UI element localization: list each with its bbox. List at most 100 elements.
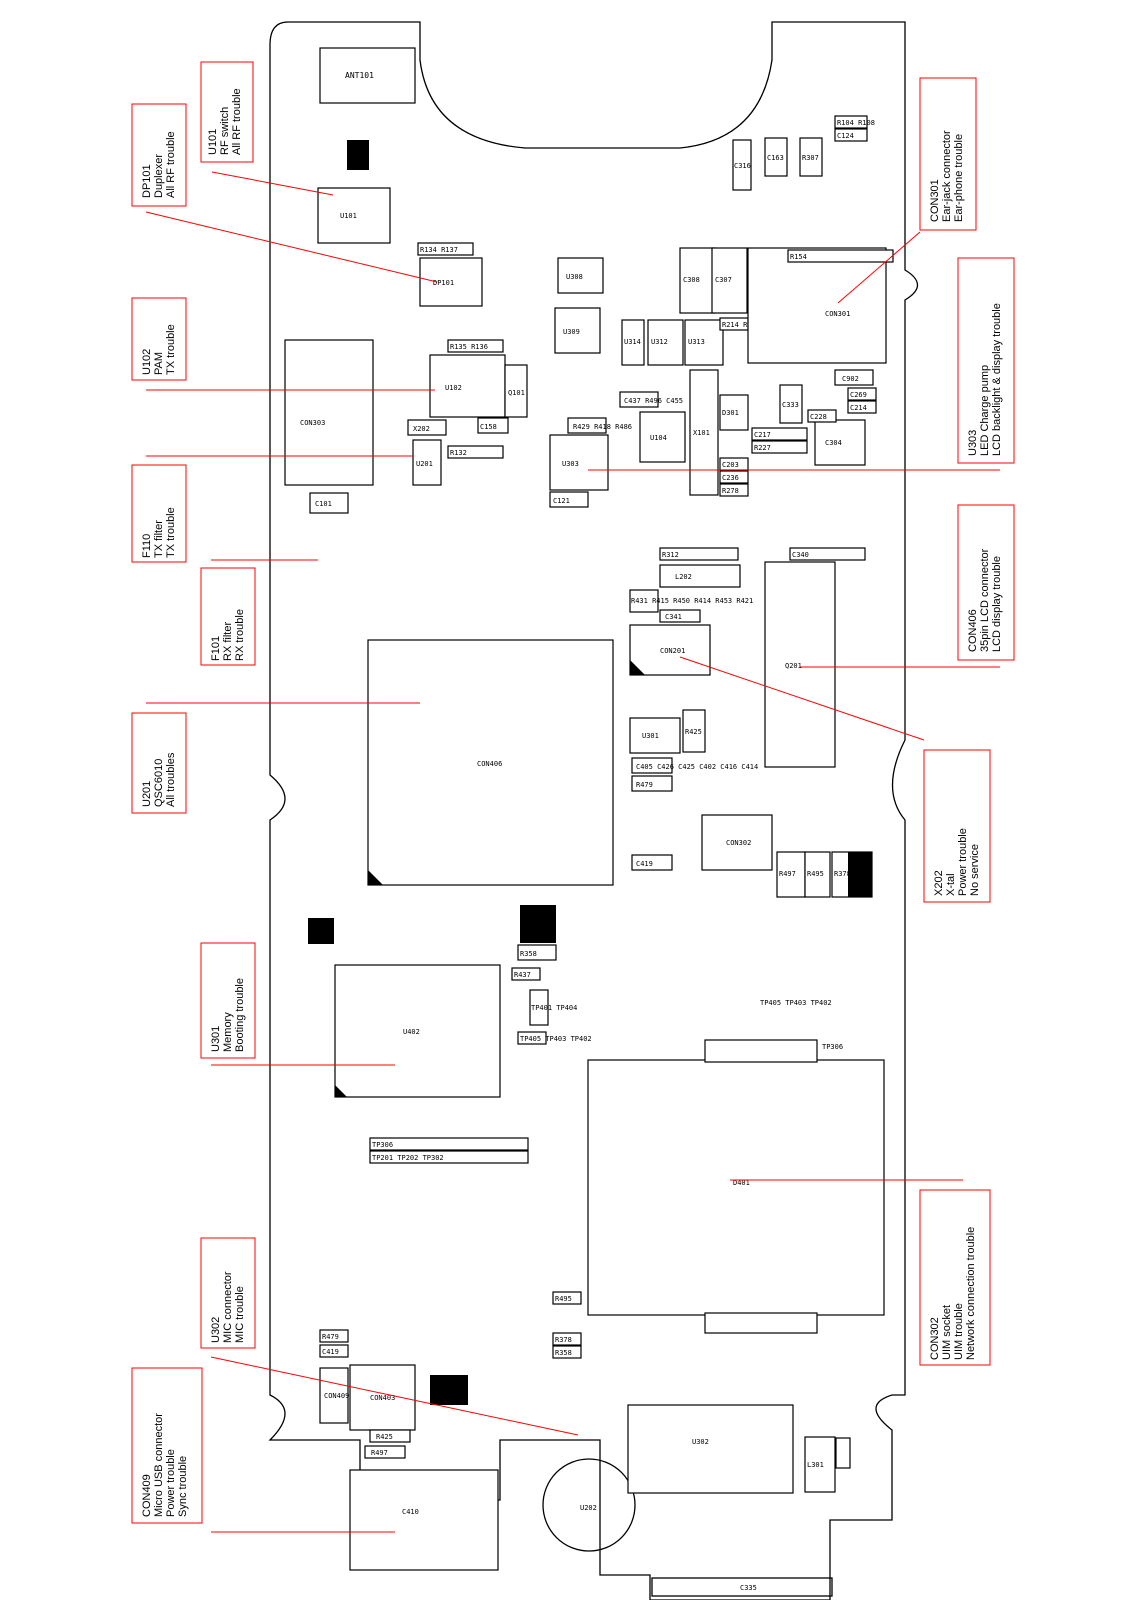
component-c124: C158	[477, 417, 509, 434]
note-u101: U101RF switchAll RF trouble	[200, 61, 254, 163]
component-con302: D401	[587, 1039, 885, 1334]
svg-text:C121: C121	[553, 497, 570, 505]
component-r132: C203	[719, 457, 749, 471]
component-c157: C236	[719, 470, 749, 484]
svg-text:R307: R307	[802, 154, 819, 162]
note-u302: U302MIC connectorMIC trouble	[200, 1237, 256, 1349]
svg-text:U301: U301	[642, 732, 659, 740]
u302-label: U202	[580, 1504, 597, 1512]
svg-text:R495: R495	[807, 870, 824, 878]
note-f110: F110TX filterTX trouble	[131, 464, 187, 563]
svg-text:ANT101: ANT101	[345, 71, 374, 80]
svg-text:R378: R378	[834, 870, 851, 878]
svg-text:R214 R201: R214 R201	[722, 321, 760, 329]
component-q201: CON302	[701, 814, 773, 871]
svg-text:D401: D401	[733, 1179, 750, 1187]
svg-text:R278: R278	[722, 487, 739, 495]
component-u320: C163	[764, 137, 788, 177]
svg-text:TP201 TP202 TP302: TP201 TP202 TP302	[372, 1154, 444, 1162]
component-c335: R104 R108	[834, 115, 875, 129]
svg-text:CON201: CON201	[660, 647, 685, 655]
outline-round-cutout	[542, 1458, 636, 1552]
component-c307: C307	[711, 247, 748, 314]
black-pad	[430, 1375, 468, 1405]
component-con301: CON301	[747, 247, 887, 364]
component-c341: TP405 TP403 TP402	[517, 1031, 592, 1045]
svg-text:C419: C419	[636, 860, 653, 868]
component-con201: L202	[659, 564, 741, 588]
svg-text:C405 C426 C425 C402 C416 C414: C405 C426 C425 C402 C416 C414	[636, 763, 758, 771]
svg-text:U302MIC connectorMIC trouble: U302MIC connectorMIC trouble	[210, 1271, 246, 1343]
svg-text:R378: R378	[555, 1336, 572, 1344]
svg-text:U102PAMTX trouble: U102PAMTX trouble	[141, 324, 177, 375]
leader-con301	[837, 231, 921, 304]
component-l301: C902	[834, 369, 874, 386]
svg-text:C124: C124	[837, 132, 854, 140]
component-c410: L301	[804, 1436, 836, 1493]
component-u402: CON403	[349, 1364, 416, 1431]
svg-text:C214: C214	[850, 404, 867, 412]
svg-text:TP306: TP306	[372, 1141, 393, 1149]
component-u312: U312	[647, 319, 684, 366]
component-r479: R479	[319, 1329, 349, 1343]
component-d301: C101	[309, 492, 349, 514]
svg-text:CON302UIM socketUIM troubleNet: CON302UIM socketUIM troubleNetwork conne…	[929, 1227, 977, 1360]
black-pad	[347, 140, 369, 170]
component-con406: Q201	[764, 561, 836, 768]
svg-text:CON302: CON302	[726, 839, 751, 847]
svg-text:R495: R495	[555, 1295, 572, 1303]
component-u308: U308	[557, 257, 604, 294]
component-con303: CON303	[284, 339, 374, 486]
svg-text:DP101DuplexerAll RF trouble: DP101DuplexerAll RF trouble	[141, 131, 177, 198]
black-pad	[520, 905, 556, 943]
component-u304: C333	[779, 384, 803, 424]
svg-text:L202: L202	[675, 573, 692, 581]
component-c419: C419	[319, 1344, 349, 1358]
svg-text:TP405 TP403 TP402: TP405 TP403 TP402	[520, 1035, 592, 1043]
leader-x202	[679, 656, 925, 741]
component-c340: TP401 TP404	[529, 989, 577, 1026]
svg-text:U314: U314	[624, 338, 641, 346]
svg-text:R104 R108: R104 R108	[837, 119, 875, 127]
svg-text:R479: R479	[636, 781, 653, 789]
note-con302: CON302UIM socketUIM troubleNetwork conne…	[919, 1189, 991, 1366]
svg-text:R312: R312	[662, 551, 679, 559]
component-r378: R378	[552, 1332, 582, 1346]
component-con403: U302	[627, 1404, 794, 1494]
component-u301: U402	[334, 964, 501, 1098]
leader-u101	[211, 171, 334, 196]
component-c128: R134 R137	[417, 242, 474, 256]
component-c304: C121	[549, 491, 589, 508]
svg-text:R431 R415 R450 R414 R453 R421: R431 R415 R450 R414 R453 R421	[631, 597, 753, 605]
component-r495: R495	[552, 1291, 582, 1305]
svg-text:U303: U303	[562, 460, 579, 468]
svg-text:U308: U308	[566, 273, 583, 281]
svg-text:U301MemoryBooting trouble: U301MemoryBooting trouble	[210, 978, 246, 1052]
svg-text:C341: C341	[665, 613, 682, 621]
component-u321: R307	[799, 137, 823, 177]
svg-text:C410: C410	[402, 1508, 419, 1516]
svg-text:R135 R136: R135 R136	[450, 343, 488, 351]
component-r431: TP306	[369, 1137, 529, 1151]
svg-text:C308: C308	[683, 276, 700, 284]
svg-text:C437 R496 C455: C437 R496 C455	[624, 397, 683, 405]
component-c236: R378	[831, 851, 873, 898]
svg-text:R154: R154	[790, 253, 807, 261]
svg-text:U402: U402	[403, 1028, 420, 1036]
component-c101: X202	[407, 419, 447, 436]
svg-text:CON403: CON403	[370, 1394, 395, 1402]
component-u103: C304	[814, 419, 866, 466]
svg-text:X202X-talPower troubleNo servi: X202X-talPower troubleNo service	[933, 828, 981, 896]
svg-text:R358: R358	[520, 950, 537, 958]
svg-text:TP401 TP404: TP401 TP404	[531, 1004, 577, 1012]
svg-text:D301: D301	[722, 409, 739, 417]
component-con409: C410	[349, 1469, 499, 1571]
component-r134: C217	[751, 427, 808, 441]
component-d401: CON409	[319, 1367, 349, 1424]
component-x101: X101	[689, 369, 719, 496]
test-point-group-c: TP405 TP403 TP402	[760, 999, 832, 1007]
component-u202: C335	[740, 1584, 757, 1592]
svg-text:DP101: DP101	[433, 279, 454, 287]
component-l301-top: C124	[834, 128, 868, 142]
